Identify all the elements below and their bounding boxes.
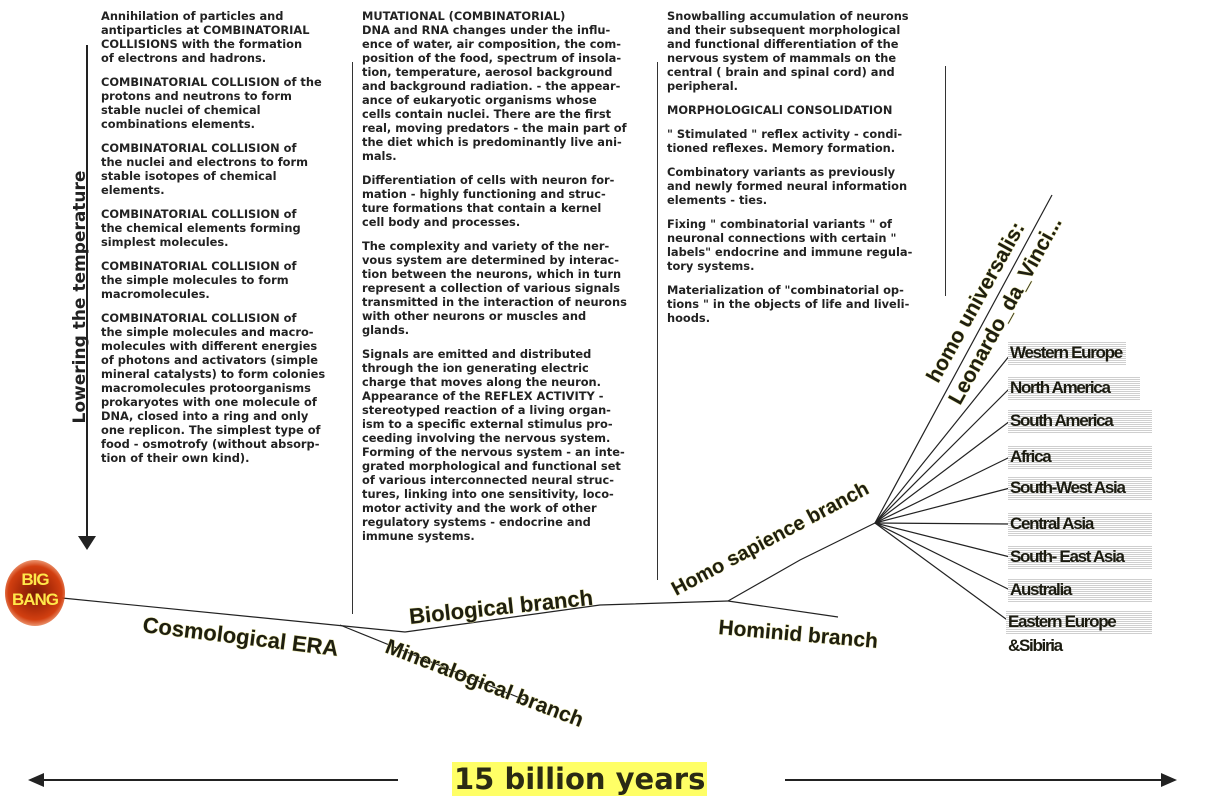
col1-paragraph: COMBINATORIAL COLLISION of the nuclei an…	[101, 141, 308, 197]
col2-paragraph: DNA and RNA changes under the influ- enc…	[362, 23, 627, 163]
region-north-america: North America	[1008, 376, 1140, 400]
col1-paragraph: Annihilation of particles and antipartic…	[101, 9, 310, 65]
col1-paragraph: COMBINATORIAL COLLISION of the simple mo…	[101, 311, 326, 465]
region-line-south-east-asia	[874, 522, 1011, 558]
biological-branch-line	[404, 600, 729, 633]
col3-paragraph: Snowballing accumulation of neurons and …	[667, 9, 909, 93]
region-south-east-asia: South- East Asia	[1008, 545, 1152, 569]
col2-paragraph: Differentiation of cells with neuron for…	[362, 173, 615, 229]
region-line-south-west-asia	[874, 487, 1011, 524]
region-line-central-asia	[874, 522, 1011, 525]
region-south-west-asia: South-West Asia	[1008, 476, 1152, 500]
region-africa: Africa	[1008, 445, 1152, 469]
column-cosmological-text: Annihilation of particles and antipartic…	[101, 9, 356, 475]
region-line-eastern-europe	[874, 522, 1011, 623]
mineralogical-branch-label: Mineralogical branch	[382, 635, 586, 732]
biological-branch-label: Biological branch	[408, 585, 594, 629]
col2-heading: MUTATIONAL (COMBINATORIAL)	[362, 9, 566, 23]
col2-paragraph: The complexity and variety of the ner- v…	[362, 239, 627, 337]
col1-paragraph: COMBINATORIAL COLLISION of the chemical …	[101, 207, 301, 249]
homo-sapience-branch-line	[727, 522, 876, 602]
region-eastern-europe-sibiria: Eastern Europe &Sibiria	[1006, 610, 1152, 655]
region-line-north-america	[874, 387, 1011, 524]
temperature-arrow-head	[78, 536, 96, 550]
time-arrow-left-head	[28, 773, 44, 787]
col1-paragraph: COMBINATORIAL COLLISION of the simple mo…	[101, 259, 297, 301]
hominid-branch-label: Hominid branch	[718, 616, 879, 653]
column-divider-left	[352, 62, 353, 614]
cosmological-era-label: Cosmological ERA	[141, 612, 339, 661]
col3-paragraph: Materialization of "combinatorial op- ti…	[667, 283, 910, 325]
hominid-branch-line	[727, 600, 839, 618]
big-bang-line2: BANG	[11, 590, 59, 609]
region-central-asia: Central Asia	[1008, 512, 1152, 536]
cosmological-trunk-line	[61, 597, 406, 633]
region-line-australia	[874, 522, 1011, 591]
big-bang-origin: BIG BANG	[5, 560, 65, 626]
big-bang-line1: BIG	[21, 570, 49, 589]
region-line-africa	[874, 456, 1011, 524]
col3-paragraph: Fixing " combinatorial variants " of neu…	[667, 217, 913, 273]
time-arrow-right-head	[1161, 773, 1177, 787]
column-divider-middle	[657, 62, 658, 580]
column-divider-right	[945, 66, 946, 296]
homo-universalis-branch-line	[874, 194, 1053, 524]
time-axis-label: 15 billion years	[452, 762, 708, 796]
col3-paragraph: MORPHOLOGICALl CONSOLIDATION	[667, 103, 893, 117]
col2-paragraph: Signals are emitted and distributed thro…	[362, 347, 625, 543]
col1-paragraph: COMBINATORIAL COLLISION of the protons a…	[101, 75, 322, 131]
region-line-south-america	[874, 420, 1011, 524]
column-neural-text: Snowballing accumulation of neurons and …	[667, 9, 957, 335]
col3-paragraph: Combinatory variants as previously and n…	[667, 165, 908, 207]
region-western-europe: Western Europe	[1008, 341, 1126, 365]
region-line-western-europe	[874, 354, 1011, 524]
region-australia: Australia	[1008, 578, 1152, 602]
mineralogical-branch-line	[339, 624, 526, 701]
region-south-america: South America	[1008, 409, 1152, 433]
col3-paragraph: " Stimulated " reflex activity - condi- …	[667, 127, 903, 155]
column-biological-text: MUTATIONAL (COMBINATORIAL) DNA and RNA c…	[362, 9, 662, 553]
